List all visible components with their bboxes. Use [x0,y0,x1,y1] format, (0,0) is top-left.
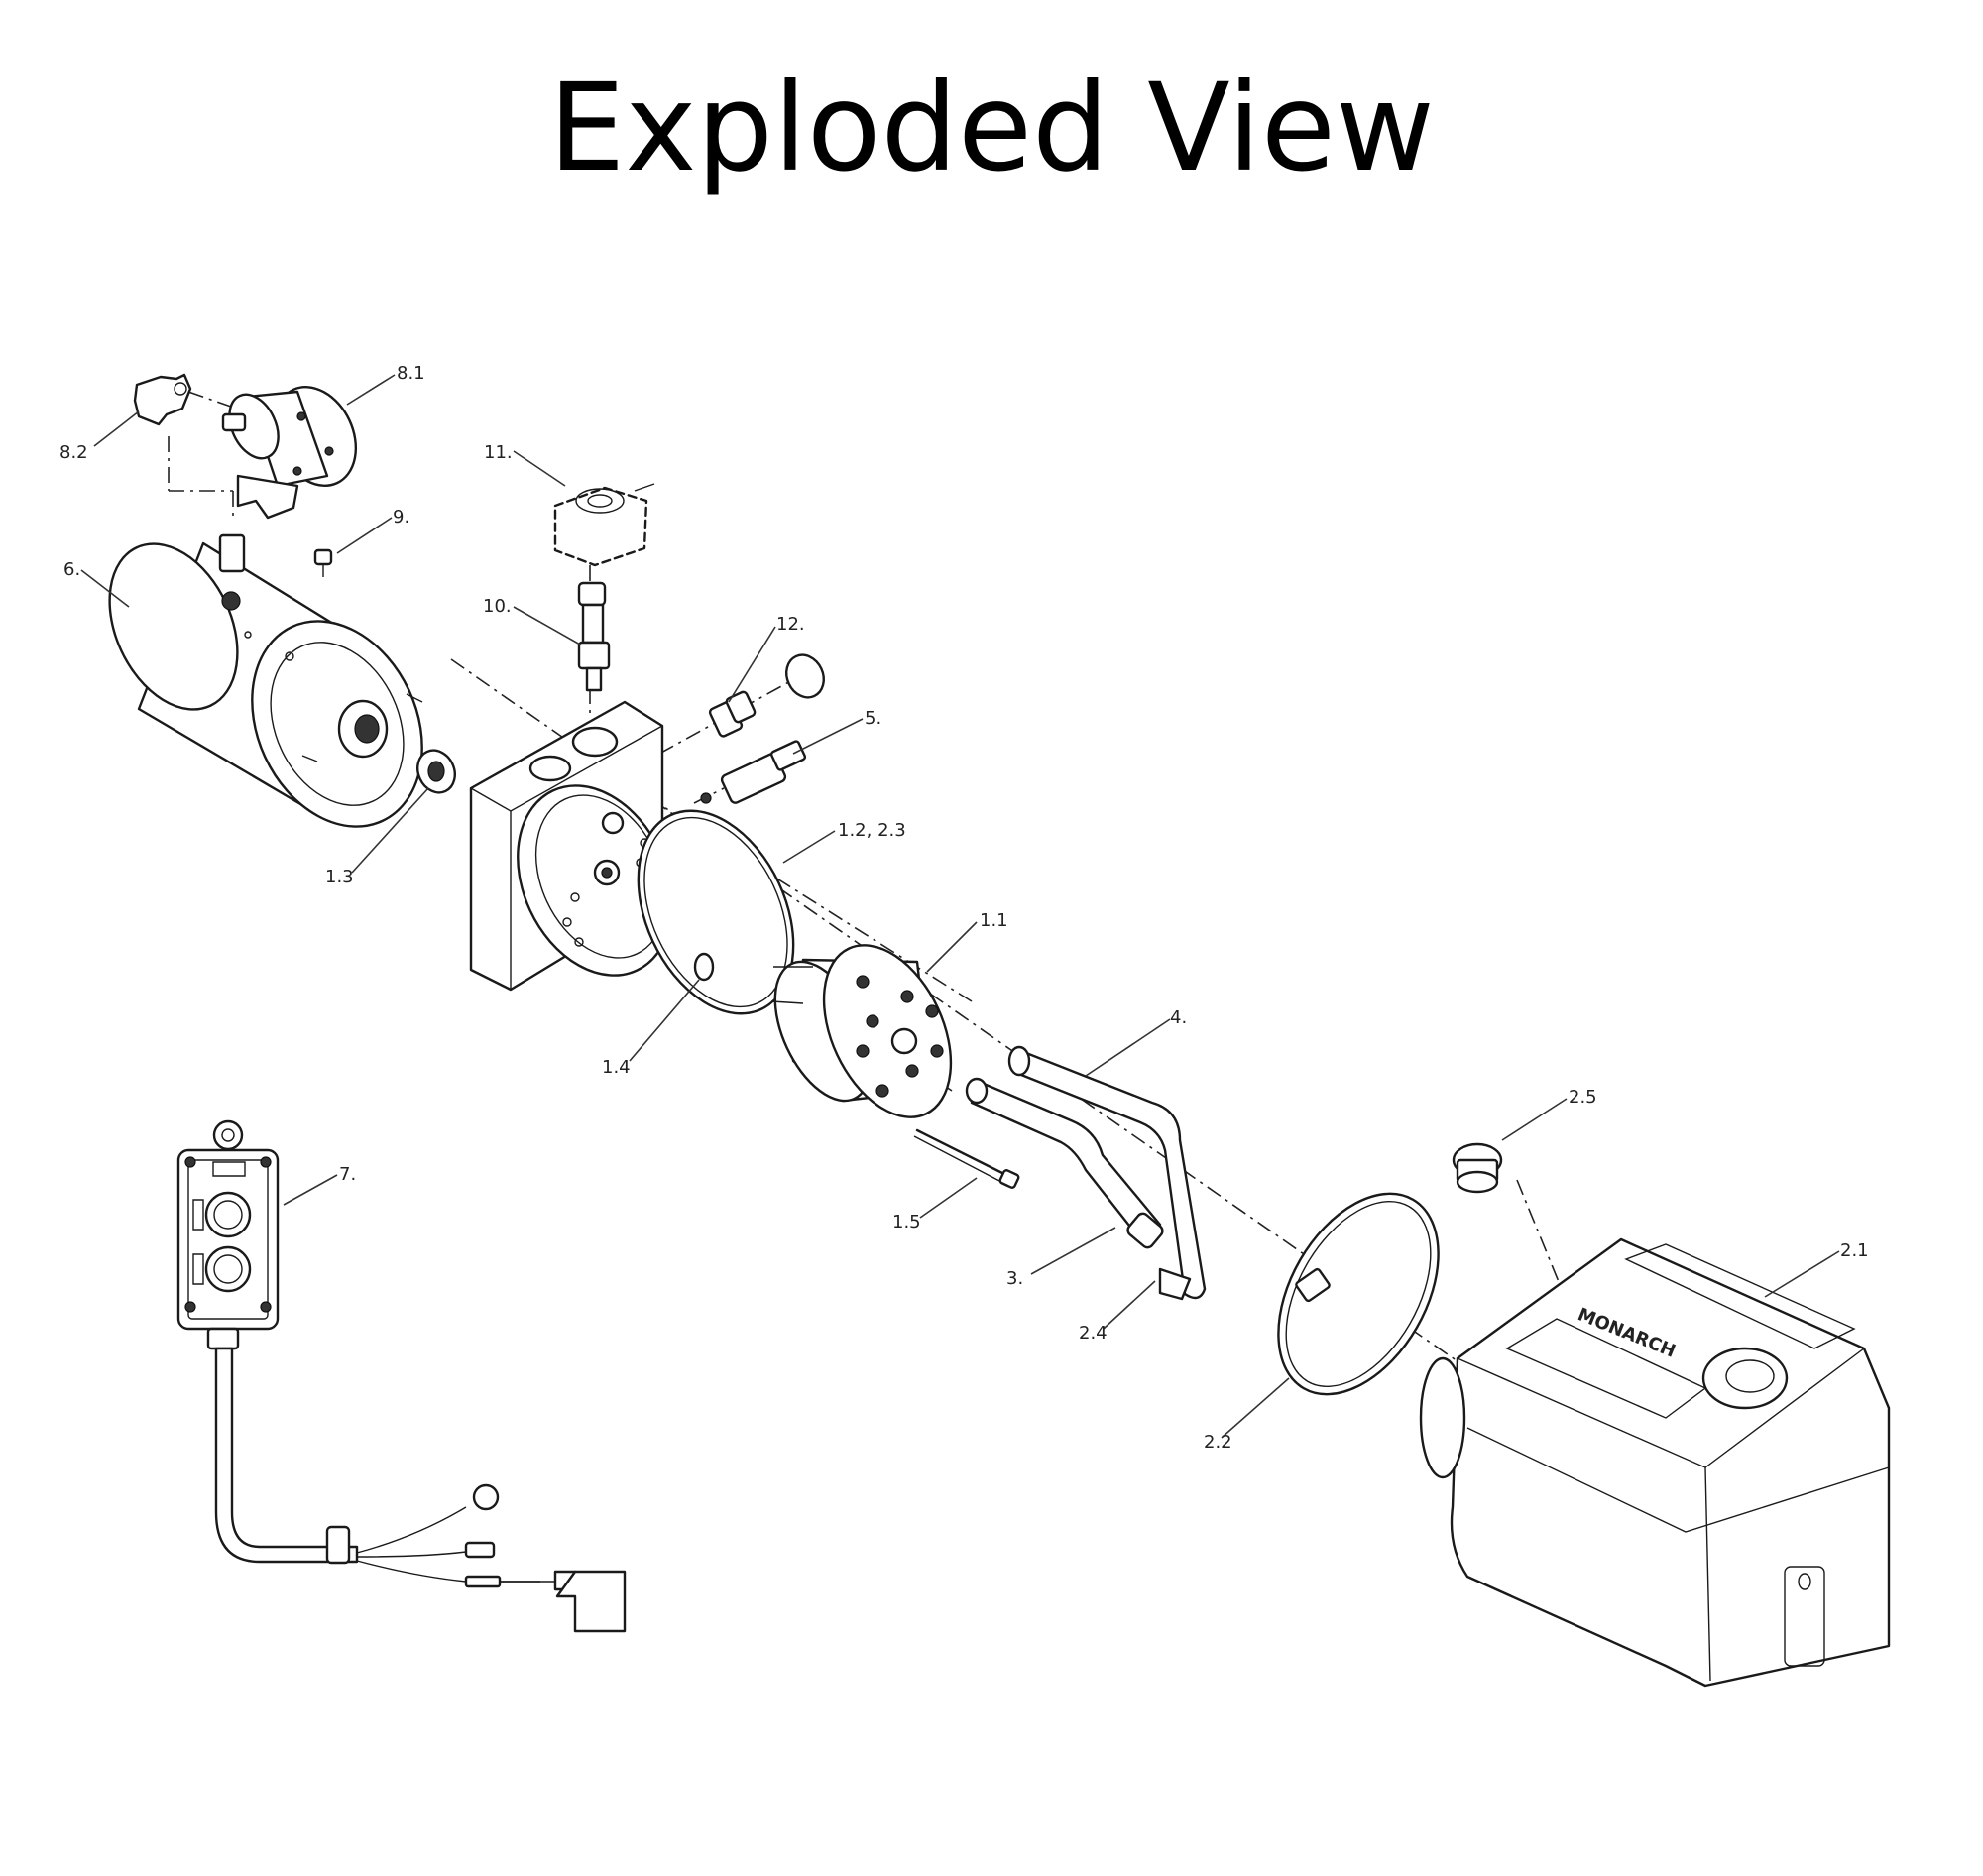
part-1-5-bolt [914,1130,1019,1189]
part-6-motor [84,524,454,855]
part-3-suction-tube [967,1079,1165,1250]
page-title: Exploded View [548,58,1435,198]
callout-1-2-2-3: 1.2, 2.3 [838,820,906,841]
callout-labels: 8.1 8.2 11. 9. 6. 10. 12. 5. 1.2, 2.3 1.… [59,363,1869,1453]
callout-2-1: 2.1 [1840,1240,1869,1261]
part-1-4-small-oring [695,954,713,980]
callout-11: 11. [484,442,513,463]
callout-1-3: 1.3 [325,867,354,887]
leader-lines [80,374,1840,1439]
callout-6: 6. [63,559,80,580]
part-1-2-2-3-oring [608,786,824,1039]
part-2-4-filter [1160,1269,1190,1299]
part-7-pendant-control [178,1121,625,1631]
part-9-screw [315,550,331,577]
part-12-fitting [709,648,831,737]
callout-5: 5. [865,708,881,729]
part-8-1-solenoid [220,374,372,518]
callout-2-2: 2.2 [1204,1432,1232,1453]
callout-2-4: 2.4 [1079,1323,1108,1344]
callout-1-1: 1.1 [980,910,1008,931]
callout-7: 7. [339,1164,356,1185]
part-11-coil [555,484,654,565]
pump-manifold-block [471,702,702,1000]
part-2-5-breather [1454,1144,1501,1192]
callout-1-4: 1.4 [602,1057,631,1078]
part-4-return-tube [1009,1047,1205,1298]
part-1-1-pump [756,925,977,1137]
callout-4: 4. [1170,1007,1187,1028]
callout-8-1: 8.1 [397,363,425,384]
callout-2-5: 2.5 [1569,1087,1597,1108]
callout-10: 10. [483,596,512,617]
callout-9: 9. [393,507,409,528]
part-5-relief-valve [701,741,806,805]
part-2-2-clamp [1245,1166,1471,1423]
callout-12: 12. [776,614,805,635]
callout-8-2: 8.2 [59,442,88,463]
part-2-1-reservoir: MONARCH [1421,1239,1889,1686]
part-1-3-seal [410,744,461,798]
part-10-valve-cartridge [579,583,609,690]
callout-1-5: 1.5 [892,1212,921,1232]
part-8-2-bracket [135,375,190,424]
callout-3: 3. [1006,1268,1023,1289]
